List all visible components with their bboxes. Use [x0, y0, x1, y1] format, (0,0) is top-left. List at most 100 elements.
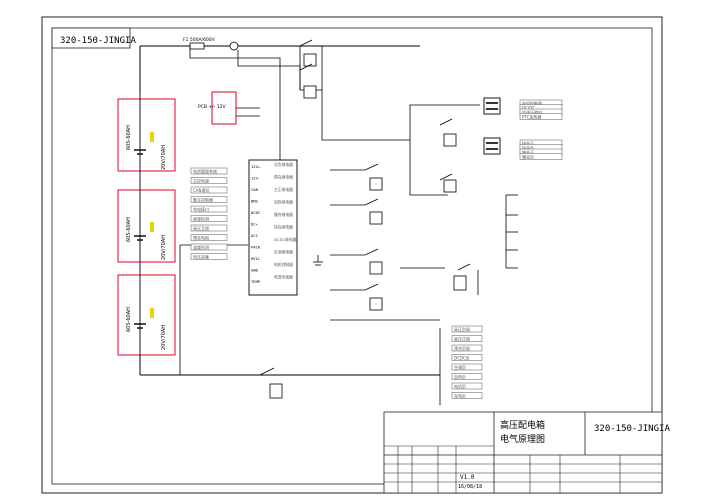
bms-pin-label: 12V- [251, 176, 260, 181]
title-line-1: 高压配电箱 [500, 419, 545, 431]
right-bottom-output: 加热负 [451, 373, 483, 380]
bms-left-label-text: 主控电源 [193, 177, 209, 183]
bms-pin-label: GND [251, 268, 259, 273]
right-bottom-output-text: 高压正极 [454, 335, 470, 341]
bms-left-label-text: 温度检测 [193, 244, 209, 250]
right-bottom-output-text: DCDC负 [454, 354, 470, 360]
right-bottom-output-text: 高压负极 [454, 326, 470, 332]
fuse-block-mid [483, 137, 501, 155]
right-bottom-output-text: 加热负 [454, 373, 466, 379]
precharge-label: PCB +/- 12V [198, 104, 226, 110]
right-bottom-output-text: 预充负极 [454, 345, 470, 351]
right-bottom-output: DCDC负 [451, 354, 483, 361]
relay-k4 [364, 198, 383, 225]
right-bottom-output: 高压正极 [451, 335, 483, 342]
relay-k2 [299, 63, 317, 99]
right-bottom-output-text: 充电负 [454, 392, 466, 398]
bms-right-label: 预充继电器 [274, 175, 293, 180]
battery-pack-3-label: 60S-60AH [126, 307, 132, 332]
bms-left-label: 温度检测 [190, 243, 228, 251]
right-bottom-output: 充电负 [451, 392, 483, 399]
bms-left-label: 整车控制器 [190, 196, 228, 203]
battery-pack-3: 60S-60AH 20V/70AH [117, 274, 176, 356]
right-top-output-text: PTC加热器 [522, 113, 541, 119]
right-mid-output-text: 快充负 [522, 144, 534, 150]
battery-pack-2-label: 60S-60AH [126, 217, 132, 242]
right-bottom-output: 预充负极 [451, 344, 483, 352]
bms-left-label: 电压采集 [190, 253, 228, 260]
bms-left-label: 高压互锁 [190, 224, 228, 232]
bms-right-label: 电流传感器 [274, 275, 293, 280]
relay-main-bottom [259, 367, 283, 399]
right-top-output-text: DC/DC [522, 105, 535, 110]
relay-k1 [299, 39, 317, 67]
bms-right-label: 电机控制器 [274, 262, 293, 267]
right-bottom-output: 空调负 [451, 363, 483, 371]
sheet-inner-border [51, 27, 653, 485]
right-bottom-output-text: 电机负 [454, 383, 466, 389]
ground-icon [313, 255, 323, 266]
title-block-date: 16/08/18 [458, 484, 482, 490]
bms-right-label: 主正继电器 [274, 187, 293, 192]
title-line-2: 电气原理图 [500, 433, 545, 445]
bms-pin-label: CAN [251, 187, 259, 192]
bms-pin-label: PACK [251, 245, 261, 250]
bms-right-label: 加热继电器 [274, 200, 293, 205]
right-bottom-output: 电机负 [451, 382, 483, 390]
bms-left-label-text: 电压采集 [193, 253, 209, 259]
bms-left-label: 绝缘检测 [190, 215, 228, 222]
relay-k9 [453, 263, 471, 291]
bms-left-label-text: 绝缘检测 [193, 215, 209, 221]
title-block: 高压配电箱 电气原理图 320-150-JINGIA V1.0 16/08/18 [383, 411, 670, 494]
bms-left-label-text: 整车控制器 [193, 196, 213, 202]
relay-k6 [364, 283, 383, 311]
precharge-module: PCB +/- 12V [198, 91, 260, 125]
bms-pin-label: TEMP [251, 279, 261, 284]
bms-controller [248, 159, 298, 296]
bms-right-label: 慢充继电器 [274, 212, 293, 217]
bms-pin-label: ACC [251, 233, 258, 238]
battery-pack-1-label: 60S-60AH [126, 125, 132, 150]
right-top-output: PTC加热器 [519, 113, 563, 120]
relay-k5 [364, 248, 383, 275]
battery-pack-1: 60S-60AH 20V/70AH [117, 94, 176, 172]
right-mid-output-text: 快充正 [522, 140, 534, 146]
bms-right-label: 空调继电器 [274, 250, 293, 255]
right-sensor-column [505, 194, 518, 269]
right-mid-output: 慢充负 [519, 153, 563, 160]
bms-left-label-text: CAN通讯 [193, 187, 210, 193]
right-mid-output-text: 慢充负 [522, 153, 534, 159]
fuse-label: F1 500A/600V [183, 37, 216, 43]
code-tab-text: 320-150-JINGIA [60, 36, 136, 46]
code-tab-topleft: 320-150-JINGIA [51, 27, 136, 49]
relay-k8 [439, 173, 457, 193]
battery-pack-2-value: 20V/70AH [161, 235, 167, 260]
relay-k3 [364, 163, 383, 191]
bms-right-label: 总负继电器 [274, 162, 293, 167]
bms-left-label: 充电接口 [190, 205, 228, 213]
bms-left-label-text: 充电接口 [193, 206, 209, 212]
battery-pack-2: 60S-60AH 20V/70AH [117, 171, 176, 275]
bms-left-label-text: 高压互锁 [193, 225, 209, 231]
main-bus [139, 45, 440, 376]
right-bottom-output-text: 空调负 [454, 364, 466, 370]
right-bottom-output: 高压负极 [451, 325, 483, 333]
bms-pin-label: HVIL [251, 256, 261, 261]
bms-left-label-text: 电池管理系统 [193, 168, 217, 174]
right-top-output-text: 电机控制器 [522, 100, 542, 106]
bms-left-label: 电池管理系统 [190, 167, 228, 175]
bms-left-label: 预充电阻 [190, 234, 228, 241]
bms-left-label: CAN通讯 [190, 186, 228, 194]
bms-pin-label: DC+ [251, 222, 259, 227]
bms-pin-label: 12V+ [251, 164, 261, 169]
title-block-code: 320-150-JINGIA [594, 424, 670, 434]
right-top-output-text: 空调压缩机 [522, 109, 542, 115]
relay-k7 [439, 118, 457, 147]
bms-pin-label: BMS [251, 199, 259, 204]
title-block-version: V1.0 [460, 474, 475, 481]
sheet-outer-border [41, 16, 663, 494]
bms-left-label-text: 预充电阻 [193, 234, 209, 240]
battery-pack-3-value: 20V/70AH [161, 325, 167, 350]
main-fuse: F1 500A/600V [183, 37, 239, 51]
bms-right-label: DCDC继电器 [274, 237, 297, 242]
